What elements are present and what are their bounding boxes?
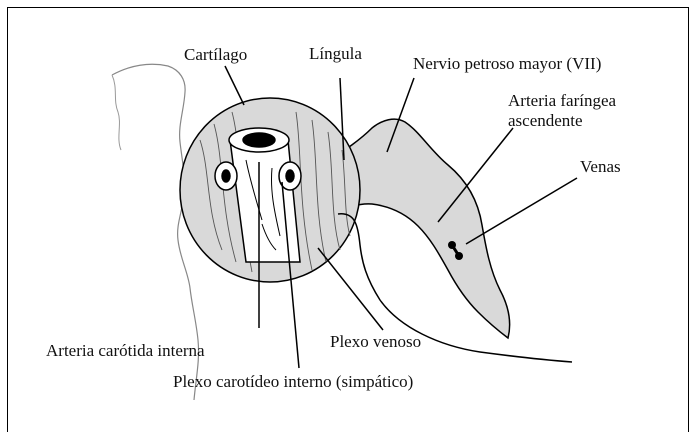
label-plexo-venoso: Plexo venoso [330,333,421,351]
label-venas: Venas [580,158,621,176]
label-nervio-petroso: Nervio petroso mayor (VII) [413,55,601,73]
label-arteria-carotida: Arteria carótida interna [46,342,205,360]
label-lingula: Língula [309,45,362,63]
label-cartilago: Cartílago [184,46,247,64]
bone-outline-2 [112,75,121,150]
label-plexo-carotideo: Plexo carotídeo interno (simpático) [173,373,413,391]
label-arteria-faringea-1: Arteria faríngea [508,92,616,110]
label-arteria-faringea-2: ascendente [508,112,583,130]
